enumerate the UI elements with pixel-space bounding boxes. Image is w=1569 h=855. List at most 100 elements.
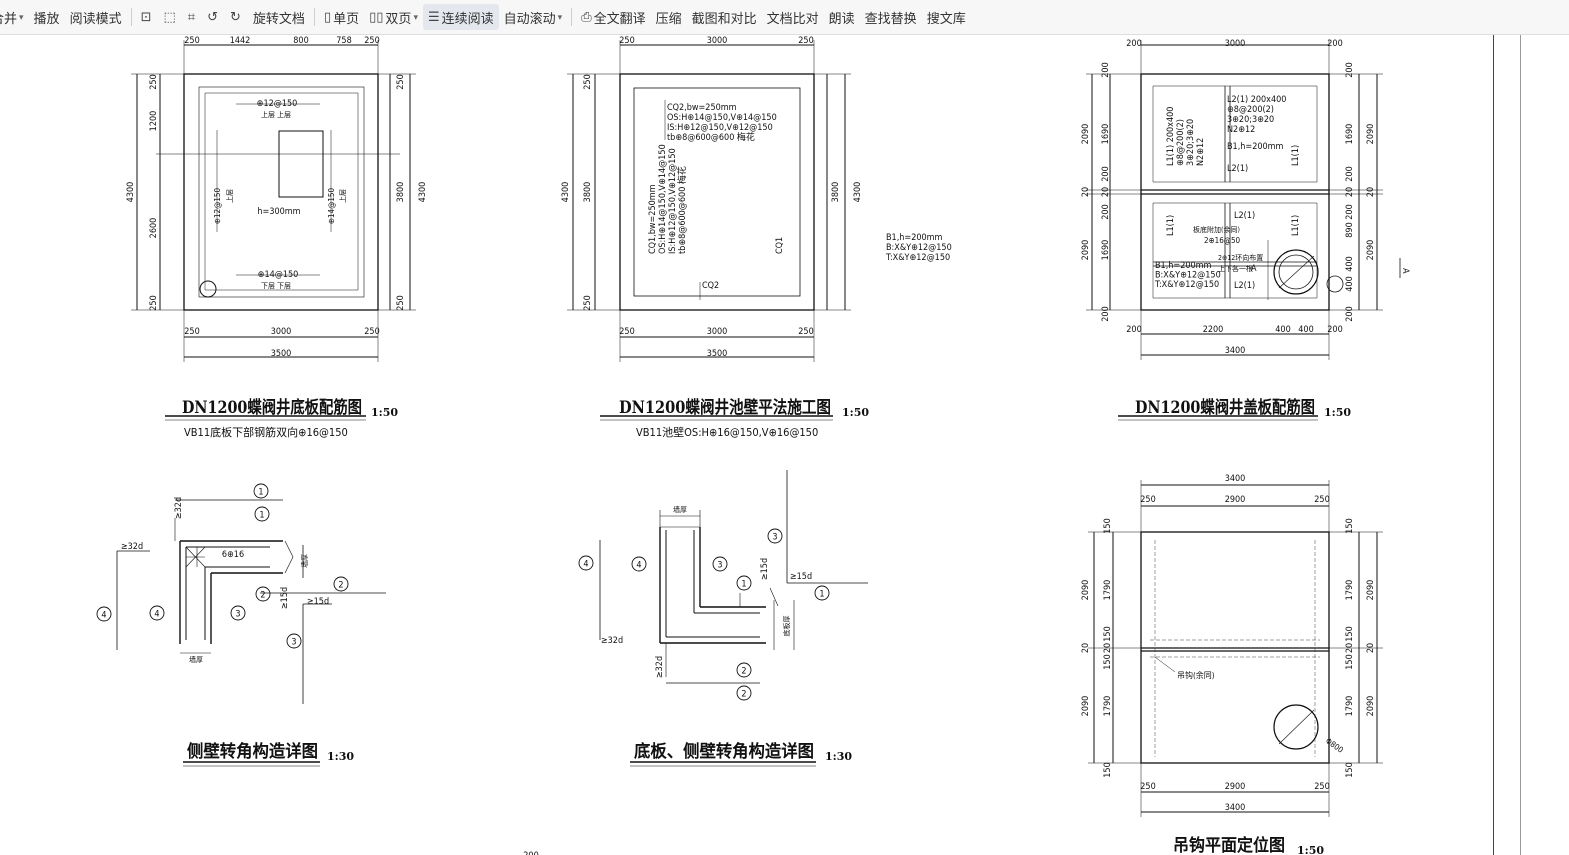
dim-label: 3500: [271, 349, 292, 359]
rotate-right-icon: ↻: [230, 9, 241, 24]
toolbar-rotate-doc-button[interactable]: 旋转文档: [248, 4, 310, 30]
toolbar-screenshot-button[interactable]: 截图和对比: [687, 4, 762, 30]
dim-label: 250: [619, 327, 634, 337]
rebar-label: ⊕14@150: [258, 270, 299, 280]
dim-label: 200: [1101, 62, 1111, 77]
slab-note: B:X&Y⊕12@150: [886, 243, 952, 253]
rebar-callout: [767, 528, 783, 544]
wall-spec: OS:H⊕14@150,V⊕14@150: [667, 113, 777, 123]
dim-label: 250: [364, 36, 379, 46]
toolbar-double-page-button[interactable]: ▯▯双页▾: [364, 4, 423, 30]
dim-label: 1690: [1101, 240, 1111, 261]
dim-label: 250: [583, 295, 593, 310]
toolbar-play-button[interactable]: 播放: [29, 4, 65, 30]
slab-note: B1,h=200mm: [1155, 261, 1212, 271]
toolbar-rotate-right-button[interactable]: ↻: [225, 4, 248, 30]
beam-spec: ⊕8@200(2): [1227, 105, 1274, 115]
dim-label: 4300: [561, 182, 571, 203]
toolbar-merge-button[interactable]: 合并▾: [0, 4, 29, 30]
dim-label: 2090: [1366, 240, 1376, 261]
rebar-callout-number: 1: [741, 580, 746, 590]
document-page[interactable]: [0, 35, 1495, 855]
rebar-callout-number: 2: [741, 667, 746, 677]
rebar-callout: [736, 662, 752, 678]
hole-dia: Φ800: [1324, 736, 1345, 755]
toolbar-actual-size-button[interactable]: ⊡: [136, 4, 159, 30]
title-underlines: [165, 415, 1318, 767]
dim-label: 150: [1103, 762, 1113, 777]
rebar-label: ⊕12@150: [257, 99, 298, 109]
toolbar-fit-page-button[interactable]: ⬚: [158, 4, 182, 30]
toolbar-find-replace-button[interactable]: 查找替换: [860, 4, 922, 30]
dim-label: 250: [396, 74, 406, 89]
toolbar-label: 截图和对比: [691, 10, 757, 26]
drawing6-hook-plan: [1088, 480, 1383, 817]
drawing3-cover-slab: [1086, 40, 1401, 360]
dim-label: 150: [1345, 626, 1355, 641]
continuous-icon: ☰: [427, 9, 440, 24]
toolbar-translate-button[interactable]: ⎙全文翻译: [576, 4, 650, 30]
beam-label: L1(1): [1166, 215, 1176, 236]
drawing-title: DN1200蝶阀井盖板配筋图: [1135, 397, 1315, 418]
dim-label: 758: [336, 36, 351, 46]
hole-note: 上下各一根: [1218, 264, 1253, 273]
wall-spec: IS:H⊕12@150,V⊕12@150: [668, 148, 678, 254]
dim-label: 2090: [1366, 580, 1376, 601]
drawing-title: 侧壁转角构造详图: [187, 741, 318, 762]
dim-label: 250: [1314, 782, 1329, 792]
dim-label: 200: [1327, 39, 1342, 49]
chevron-down-icon: ▾: [557, 11, 563, 22]
dim-label: 250: [1140, 495, 1155, 505]
beam-label: L1(1): [1291, 145, 1301, 166]
dim-label: 400: [1275, 325, 1290, 335]
toolbar-compress-button[interactable]: 压缩: [651, 4, 687, 30]
dim-label: 3400: [1225, 803, 1246, 813]
toolbar-continuous-button[interactable]: ☰连续阅读: [422, 4, 499, 30]
rebar-callout: [712, 556, 728, 572]
toolbar-separator: [571, 8, 573, 26]
detail-label: ≥32d: [121, 542, 143, 552]
detail-label: ≥15d: [790, 572, 812, 582]
drawing2-pool-wall: [567, 40, 851, 362]
dim-label: 250: [583, 74, 593, 89]
dim-label: 890: [1345, 222, 1355, 237]
drawing-scale: 1:50: [842, 406, 869, 419]
toolbar-search-library-button[interactable]: 搜文库: [922, 4, 971, 30]
toolbar-label: 旋转文档: [252, 10, 305, 26]
toolbar-single-page-button[interactable]: ▯单页: [319, 4, 364, 30]
drawing-title: DN1200蝶阀井底板配筋图: [182, 397, 362, 418]
toolbar-label: 阅读模式: [69, 10, 122, 26]
dim-label: 1690: [1101, 124, 1111, 145]
rebar-callout: [255, 586, 271, 602]
toolbar-compare-button[interactable]: 文档比对: [762, 4, 824, 30]
dim-label: 200: [1345, 166, 1355, 181]
rebar-callout: [578, 555, 594, 571]
rebar-callout-number: 4: [583, 560, 588, 570]
dim-label: 1790: [1103, 580, 1113, 601]
rebar-callout: [814, 585, 830, 601]
detail-label: 底板厚: [782, 616, 791, 637]
double-page-icon: ▯▯: [369, 9, 384, 24]
dim-label: 150: [1103, 654, 1113, 669]
toolbar-reader-button[interactable]: 阅读模式: [65, 4, 127, 30]
cad-drawing-sheet: 2501442800758250250300025035002501200260…: [96, 36, 1410, 855]
dim-label: 2090: [1081, 696, 1091, 717]
toolbar-rotate-left-button[interactable]: ↺: [202, 4, 225, 30]
toolbar-crop-button[interactable]: ⌗: [183, 4, 202, 30]
detail-label: ≥15d: [307, 597, 329, 607]
dim-label: 1790: [1345, 580, 1355, 601]
toolbar-read-aloud-button[interactable]: 朗读: [824, 4, 860, 30]
dim-label: 250: [619, 36, 634, 46]
drawing-scale: 1:50: [1324, 406, 1351, 419]
toolbar-label: 双页: [385, 10, 412, 26]
wall-spec: IS:H⊕12@150,V⊕12@150: [667, 123, 773, 133]
fit-page-icon: ⬚: [163, 9, 176, 24]
rebar-label: ⊕12@150: [213, 188, 222, 225]
rebar-callout-number: 2: [741, 690, 746, 700]
slab-note: B1,h=200mm: [886, 233, 943, 243]
actual-size-icon: ⊡: [140, 9, 152, 24]
rebar-callout-number: 2: [260, 591, 265, 601]
toolbar-auto-scroll-button[interactable]: 自动滚动▾: [499, 4, 568, 30]
scroll-gutter[interactable]: [1493, 35, 1569, 855]
dim-label: 3800: [831, 182, 841, 203]
